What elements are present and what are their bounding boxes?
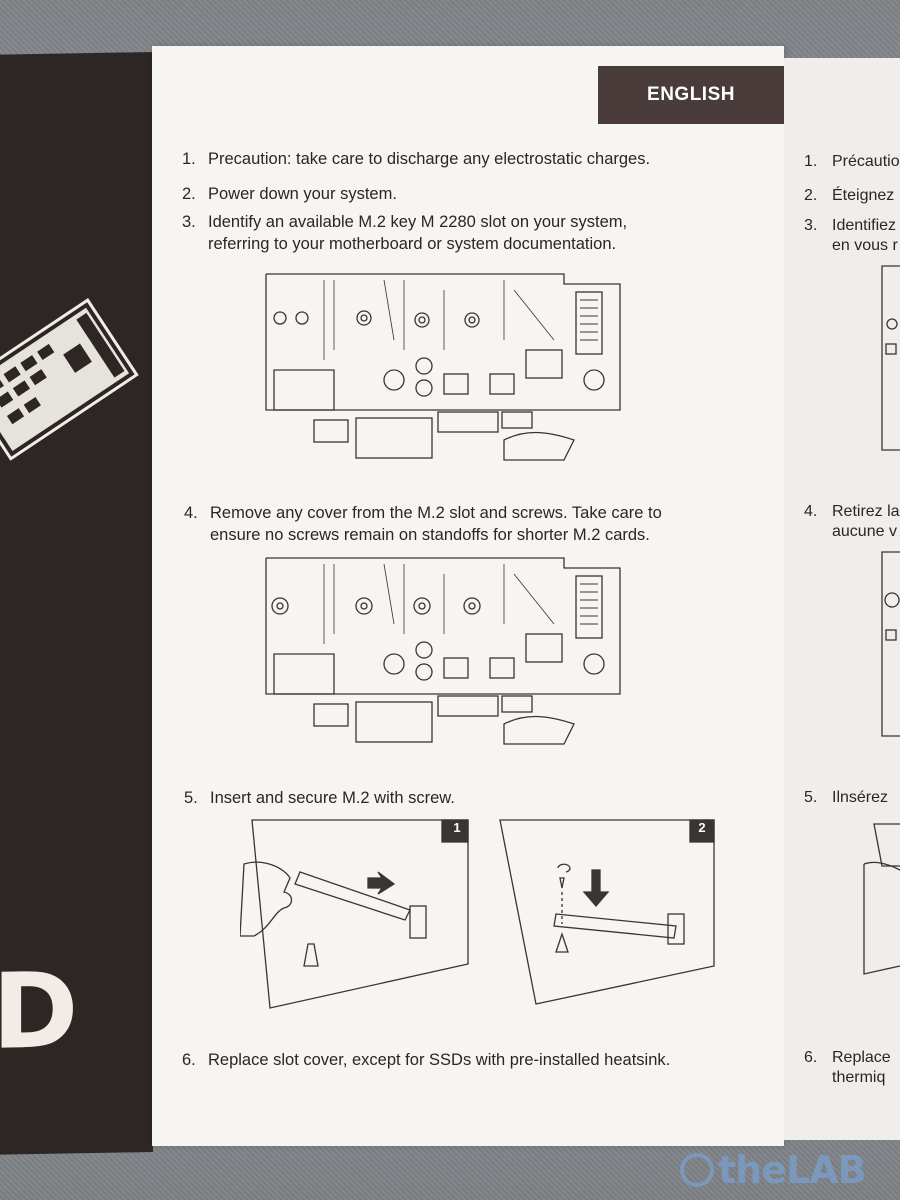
step-4: 4. Remove any cover from the M.2 slot an… [184,503,704,547]
manual-page-english: ENGLISH 1. Precaution: take care to disc… [152,46,784,1146]
fr-step-3: 3. Identifiez [804,217,897,234]
cover-panel: D [0,52,153,1155]
manual-page-french-partial: 1. Précautio 2. Éteignez 3. Identifiez e… [784,58,900,1140]
fr-step-4: 4. Retirez la [804,503,900,520]
ssd-illustration [0,298,139,461]
step-text: Insert and secure M.2 with screw. [210,789,455,807]
fr-step-3-cont: en vous r [832,237,898,254]
step-number: 4. [184,504,198,522]
insert-ssd-panel [240,819,469,1009]
language-tab: ENGLISH [598,66,784,124]
fr-step-1: 1. Précautio [804,153,900,170]
secure-screw-panel [499,819,715,1005]
step-text: Remove any cover from the M.2 slot and s… [210,504,662,544]
step-1: 1. Precaution: take care to discharge an… [182,149,742,171]
motherboard-diagram [265,273,621,461]
step-number: 2. [182,185,196,203]
step-number: 3. [182,213,196,231]
fr-step-5: 5. Ilnsérez [804,789,889,806]
cover-letter: D [0,949,79,1073]
step-number: 1. [182,150,196,168]
fr-diagram-3 [863,823,900,975]
step-number: 6. [182,1051,196,1069]
step-3: 3. Identify an available M.2 key M 2280 … [182,212,662,256]
watermark-text: theLAB [718,1148,867,1192]
lab-logo-icon [680,1153,714,1187]
fr-diagram-2 [881,551,900,737]
fr-step-2: 2. Éteignez [804,187,895,204]
step-6: 6. Replace slot cover, except for SSDs w… [182,1050,762,1072]
step-text: Precaution: take care to discharge any e… [208,150,651,168]
fr-step-6: 6. Replace [804,1049,891,1066]
motherboard-diagram-screws-removed [265,557,621,745]
step-2: 2. Power down your system. [182,184,742,206]
step-text: Power down your system. [208,185,397,203]
step-text: Identify an available M.2 key M 2280 slo… [208,213,628,253]
fr-step-6-cont: thermiq [832,1069,886,1086]
step-number: 5. [184,789,198,807]
step-5: 5. Insert and secure M.2 with screw. [184,788,704,810]
panel-number-2: 2 [698,820,706,835]
fr-step-4-cont: aucune v [832,523,897,540]
watermark-logo: theLAB [680,1148,867,1192]
fr-diagram-1 [881,265,900,451]
panel-number-1: 1 [453,820,461,835]
step-text: Replace slot cover, except for SSDs with… [208,1051,671,1069]
